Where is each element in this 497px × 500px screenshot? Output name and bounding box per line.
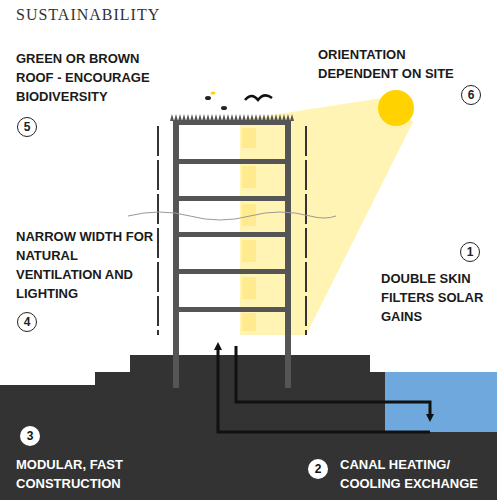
diagram-title: SUSTAINABILITY (16, 6, 160, 24)
callout-circle: 5 (17, 117, 37, 137)
heat-arrow (236, 346, 430, 418)
airflow-line (128, 212, 336, 220)
heat-arrow (218, 346, 430, 432)
bee (221, 106, 227, 110)
callout-number: 1 (467, 246, 474, 258)
bee (205, 96, 211, 100)
callout-number: 5 (24, 121, 31, 133)
annotation-label: NARROW WIDTH FOR NATURAL VENTILATION AND… (16, 228, 154, 303)
green-roof (170, 114, 294, 121)
annotation-label: CANAL HEATING/ COOLING EXCHANGE (340, 456, 492, 494)
callout-circle: 4 (17, 312, 37, 332)
ground (0, 355, 385, 500)
bird (245, 95, 272, 100)
callout-circle: 1 (460, 242, 480, 262)
annotation-label: GREEN OR BROWN ROOF - ENCOURAGE BIODIVER… (16, 50, 176, 107)
callout-circle: 2 (308, 459, 328, 479)
sun (378, 90, 414, 126)
callout-number: 3 (27, 430, 34, 442)
skin-stripes (242, 128, 256, 331)
outer-skin (157, 126, 159, 335)
callout-number: 2 (315, 463, 322, 475)
callout-circle: 6 (461, 85, 481, 105)
outer-skin (305, 126, 307, 335)
callout-circle: 3 (20, 426, 40, 446)
annotation-label: ORIENTATION DEPENDENT ON SITE (318, 46, 468, 84)
callout-number: 6 (468, 89, 475, 101)
building-frame (173, 120, 291, 388)
bee-wing (211, 92, 216, 95)
annotation-label: DOUBLE SKIN FILTERS SOLAR GAINS (381, 270, 493, 327)
annotation-label: MODULAR, FAST CONSTRUCTION (16, 456, 176, 494)
callout-number: 4 (24, 316, 31, 328)
